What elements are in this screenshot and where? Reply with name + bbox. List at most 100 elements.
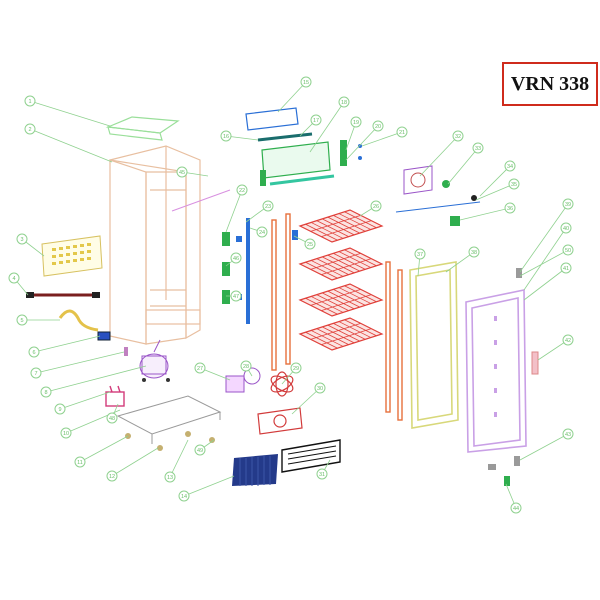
svg-text:32: 32 [455,134,461,140]
svg-text:5: 5 [20,318,23,324]
shelf-strips-right [385,261,403,421]
callout-number: 24 [256,226,268,238]
svg-text:29: 29 [293,366,299,372]
svg-text:8: 8 [44,390,47,396]
sensor-wire [395,201,481,213]
callout-number: 9 [54,403,66,415]
fan-shroud [257,407,303,435]
callout-number: 11 [74,456,86,468]
callout-number: 18 [338,96,350,108]
svg-text:46: 46 [233,256,239,262]
svg-text:2: 2 [28,127,31,133]
svg-text:50: 50 [565,248,571,254]
svg-text:20: 20 [375,124,381,130]
svg-text:28: 28 [243,364,249,370]
callout-number: 28 [240,360,252,372]
callout-number: 23 [262,200,274,212]
leader-line [33,335,101,353]
control-knob-set [260,140,362,186]
svg-text:30: 30 [317,386,323,392]
cabinet-body [109,145,201,345]
svg-text:7: 7 [34,371,37,377]
wire-shelf [298,247,384,281]
wire-shelves [298,209,384,351]
svg-text:15: 15 [303,80,309,86]
callout-number: 41 [560,262,572,274]
svg-text:38: 38 [471,250,477,256]
leader-line [79,435,129,463]
relay [124,347,128,356]
callout-number: 39 [562,198,574,210]
callout-number: 13 [164,471,176,483]
svg-text:1: 1 [28,99,31,105]
callout-number: 46 [230,252,242,264]
leader-line [29,128,113,163]
screw [471,195,477,201]
svg-text:49: 49 [197,448,203,454]
light-tube [257,132,313,142]
fan-blade [270,371,294,397]
callout-number: 25 [304,238,316,250]
svg-text:12: 12 [109,474,115,480]
svg-text:47: 47 [233,294,239,300]
svg-text:18: 18 [341,100,347,106]
evaporator-cover [261,141,335,186]
leader-line [45,365,147,393]
control-board [450,216,460,226]
svg-text:23: 23 [265,204,271,210]
callout-number: 49 [194,444,206,456]
model-label: VRN 338 [502,62,598,106]
svg-text:36: 36 [507,206,513,212]
callout-number: 1 [24,95,36,107]
leader-line [519,433,569,461]
callout-number: 35 [508,178,520,190]
bottom-hinge [514,456,520,466]
leader-line [519,249,569,277]
svg-text:26: 26 [373,204,379,210]
callout-number: 34 [504,160,516,172]
power-cord [26,292,100,298]
shelf-strips-left [271,213,291,371]
svg-text:41: 41 [563,266,569,272]
svg-text:14: 14 [181,494,187,500]
compressor-cover [232,454,278,486]
svg-text:48: 48 [109,416,115,422]
callout-number: 29 [290,362,302,374]
callout-number: 7 [30,367,42,379]
svg-text:43: 43 [565,432,571,438]
leader-line [479,165,511,197]
leader-line [169,439,189,478]
leader-line [309,101,345,153]
callout-number: 14 [178,490,190,502]
callout-number: 5 [16,314,28,326]
callout-number: 36 [504,202,516,214]
door-handle [531,351,539,375]
callout-number: 17 [310,114,322,126]
callout-number: 50 [562,244,574,256]
svg-text:4: 4 [12,276,15,282]
svg-text:13: 13 [167,475,173,481]
leader-line [345,125,379,161]
svg-text:31: 31 [319,472,325,478]
base-frame [116,395,222,451]
callout-number: 45 [176,166,188,178]
svg-text:24: 24 [259,230,265,236]
svg-text:35: 35 [511,182,517,188]
callout-number: 43 [562,428,574,440]
compressor [139,339,170,382]
callout-number: 32 [452,130,464,142]
leader-line [111,447,159,477]
leader-line [447,147,479,185]
callout-number: 12 [106,470,118,482]
callout-number: 31 [316,468,328,480]
svg-text:27: 27 [197,366,203,372]
callout-number: 19 [350,116,362,128]
callout-number: 16 [220,130,232,142]
callout-number: 47 [230,290,242,302]
leader-line [523,227,567,291]
svg-text:40: 40 [563,226,569,232]
svg-text:37: 37 [417,252,423,258]
leader-line [519,203,569,273]
